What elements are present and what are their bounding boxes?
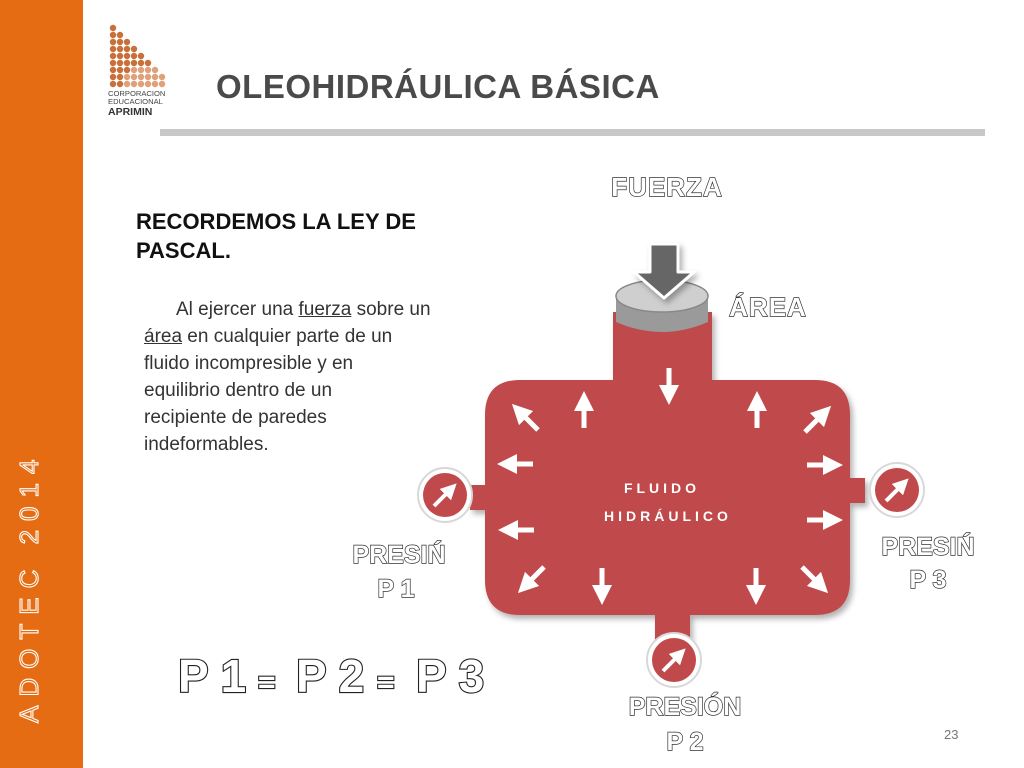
- fluid-port-left: [470, 485, 490, 510]
- area-label: ÁREA: [729, 292, 807, 322]
- sidebar-vertical-label: ADOTEC 2014: [13, 455, 44, 724]
- equation-p1: P 1: [178, 650, 246, 702]
- body-line-5: recipiente de paredes: [144, 407, 327, 428]
- logo-line-2: EDUCACIONAL: [108, 97, 163, 106]
- body-underline-fuerza: fuerza: [298, 299, 352, 320]
- body-line-4: equilibrio dentro de un: [144, 380, 333, 401]
- arrow-se-icon: [800, 565, 829, 594]
- body-text-2: sobre un: [351, 299, 431, 320]
- equation: P 1 = P 2 = P 3: [177, 649, 485, 703]
- pressure-gauge-p3-icon: [869, 462, 925, 518]
- fluid-label-2: HIDRÁULICO: [604, 508, 732, 524]
- equation-eq1: =: [258, 666, 276, 699]
- equation-p2: P 2: [296, 650, 364, 702]
- sidebar-vertical-text: ADOTEC 2014: [14, 455, 44, 723]
- pressure-p1-label-2: P 1: [377, 575, 414, 603]
- logo-line-1: CORPORACION: [108, 89, 165, 98]
- pressure-gauge-p2-icon: [646, 632, 702, 688]
- body-line-6: indeformables.: [144, 434, 269, 455]
- pressure-p2-label-2: P 2: [666, 728, 703, 756]
- title-divider: [160, 129, 985, 136]
- fluid-label-1: FLUIDO: [624, 480, 700, 496]
- body-underline-area: área: [144, 326, 183, 347]
- arrow-ne-icon: [803, 405, 832, 434]
- aprimin-logo: CORPORACION EDUCACIONAL APRIMIN: [108, 24, 166, 118]
- section-heading: RECORDEMOS LA LEY DE PASCAL.: [136, 209, 416, 263]
- pressure-p3-label-1: PRESIŃ: [881, 532, 974, 561]
- arrow-nw-icon: [511, 403, 540, 432]
- body-text-3: en cualquier parte de un: [182, 326, 393, 347]
- arrow-sw-icon: [517, 565, 546, 594]
- body-text-1: Al ejercer una: [176, 299, 299, 320]
- logo-dots: [109, 24, 166, 88]
- inner-arrows: [497, 368, 843, 605]
- body-line-3: fluido incompresible y en: [144, 353, 354, 374]
- body-paragraph: Al ejercer una fuerza sobre un área en c…: [144, 296, 564, 458]
- force-label: FUERZA: [611, 172, 722, 202]
- sidebar-band: [0, 0, 83, 768]
- page-number: 23: [944, 727, 959, 742]
- logo-line-3: APRIMIN: [108, 106, 152, 118]
- page-title: OLEOHIDRÁULICA BÁSICA: [216, 68, 660, 105]
- pressure-p1-label-1: PRESIŃ: [352, 540, 445, 569]
- equation-eq2: =: [377, 666, 395, 699]
- pressure-p3-label-2: P 3: [909, 566, 946, 594]
- equation-p3: P 3: [416, 650, 484, 702]
- pressure-gauge-p1-icon: [417, 467, 473, 523]
- pressure-p2-label-1: PRESIÓN: [629, 691, 742, 721]
- force-arrow-icon: [632, 242, 696, 300]
- fluid-port-right: [845, 478, 865, 503]
